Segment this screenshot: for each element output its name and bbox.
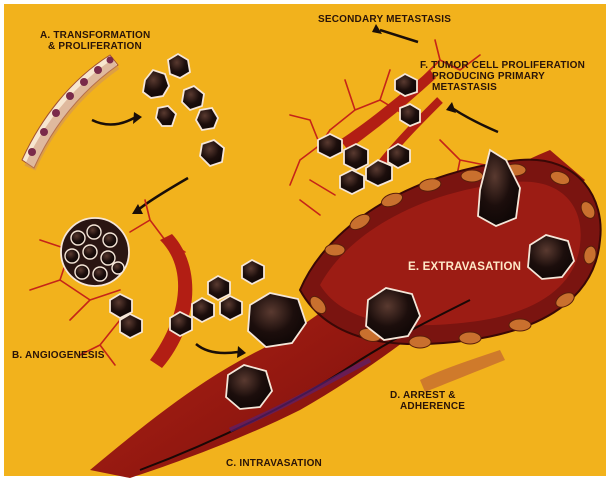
label-c-intravasation: C. INTRAVASATION [226,458,322,469]
label-d-line1: D. ARREST & [390,390,456,401]
label-a-line2: & PROLIFERATION [48,41,142,52]
label-f-line1: F. TUMOR CELL PROLIFERATION [420,60,585,71]
label-e-extravasation: E. EXTRAVASATION [408,262,521,273]
label-b-angiogenesis: B. ANGIOGENESIS [12,350,105,361]
label-f-line2: PRODUCING PRIMARY [432,71,545,82]
label-d-line2: ADHERENCE [400,401,465,412]
label-a-line1: A. TRANSFORMATION [40,30,150,41]
label-secondary-metastasis: SECONDARY METASTASIS [318,14,451,25]
label-f-line3: METASTASIS [432,82,497,93]
